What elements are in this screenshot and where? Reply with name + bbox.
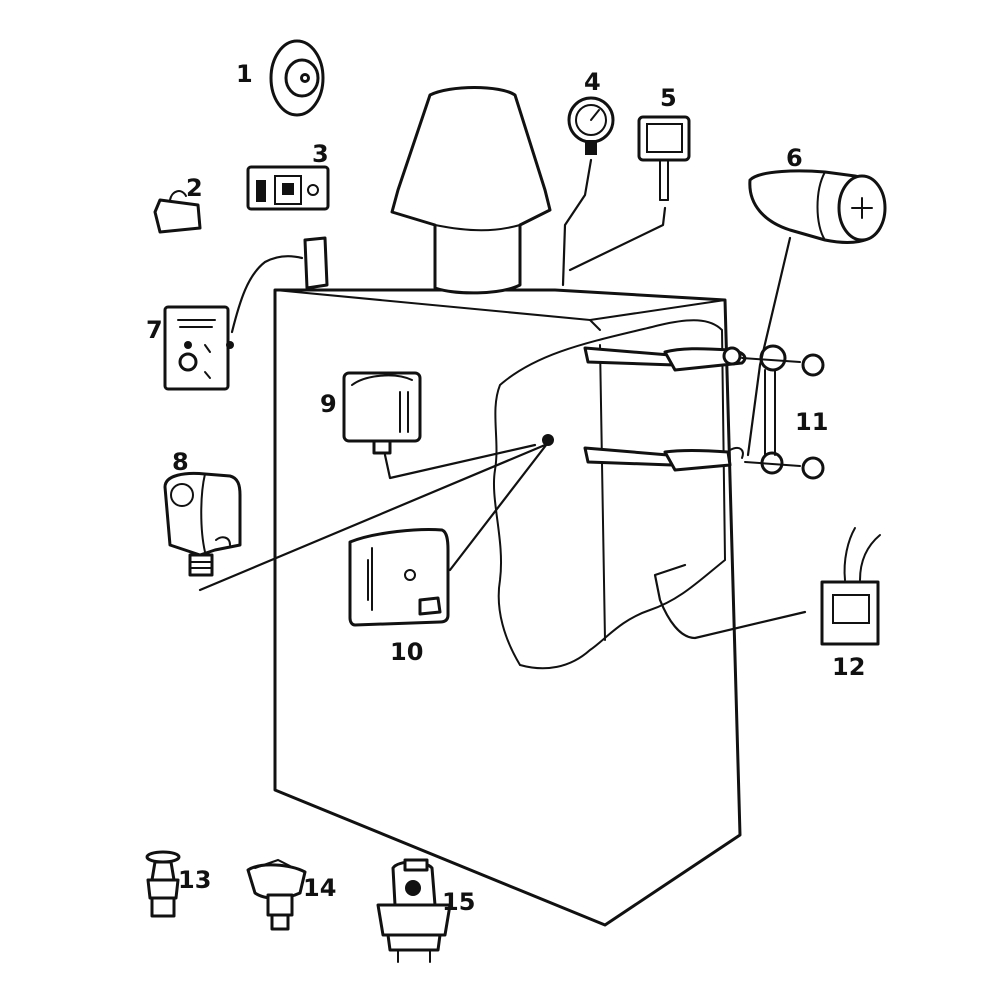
draft-hood xyxy=(390,86,552,295)
part-7-limit-control xyxy=(163,305,234,391)
part-6-expansion-tank xyxy=(748,169,887,244)
heat-exchanger-cutaway xyxy=(493,319,727,670)
label-13: 13 xyxy=(178,866,211,894)
part-3-control-module xyxy=(246,165,330,211)
part-11-piping-valve-assembly xyxy=(583,344,825,480)
label-10: 10 xyxy=(390,638,423,666)
part-8-gas-valve xyxy=(163,471,242,577)
part-2-fitting xyxy=(153,190,202,234)
label-7: 7 xyxy=(146,316,163,344)
label-3: 3 xyxy=(312,140,329,168)
part-12-switch-box xyxy=(820,527,881,646)
label-14: 14 xyxy=(303,874,336,902)
part-4-pressure-gauge xyxy=(567,96,615,155)
part-labels: 1 2 3 4 5 6 7 8 9 10 11 12 13 14 15 xyxy=(146,60,865,916)
label-9: 9 xyxy=(320,390,337,418)
part-1-sight-ring xyxy=(269,39,325,117)
label-12: 12 xyxy=(832,653,865,681)
label-1: 1 xyxy=(236,60,253,88)
part-14-relief-valve xyxy=(246,858,307,931)
label-2: 2 xyxy=(186,174,203,202)
leader-lines xyxy=(198,158,807,640)
label-4: 4 xyxy=(584,68,601,96)
part-9-control-box xyxy=(342,371,422,455)
label-8: 8 xyxy=(172,448,189,476)
part-10-ignition-module xyxy=(348,528,450,627)
part-15-pump-assembly xyxy=(376,858,452,963)
label-6: 6 xyxy=(786,144,803,172)
label-11: 11 xyxy=(795,408,828,436)
part-5-temperature-gauge xyxy=(637,115,691,201)
part-13-valve xyxy=(145,850,181,918)
label-15: 15 xyxy=(442,888,475,916)
label-5: 5 xyxy=(660,84,677,112)
